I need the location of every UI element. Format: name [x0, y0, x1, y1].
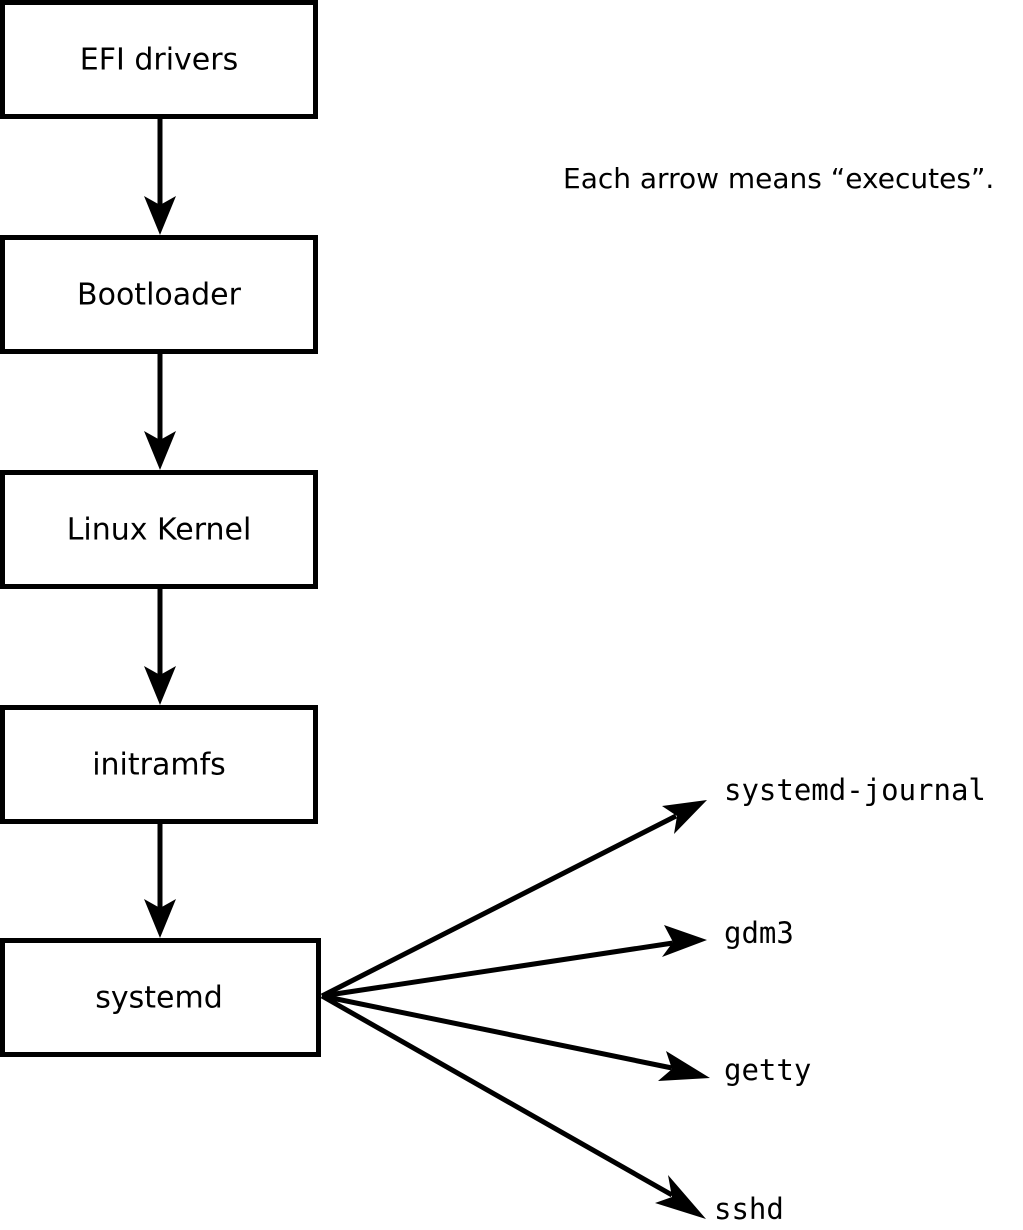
arrow-systemd-to-sshd [320, 993, 706, 1219]
node-efi-drivers[interactable]: EFI drivers [0, 0, 318, 119]
node-initramfs[interactable]: initramfs [0, 705, 318, 824]
service-connectors [320, 800, 710, 1219]
node-bootloader[interactable]: Bootloader [0, 235, 318, 354]
node-linux-kernel-rect[interactable] [0, 470, 318, 589]
node-systemd-label: systemd [95, 981, 223, 1016]
arrow-bootloader-to-linux-kernel [144, 352, 176, 470]
node-efi-drivers-label: EFI drivers [80, 43, 238, 78]
arrow-linux-kernel-to-initramfs [144, 587, 176, 705]
legend-note: Each arrow means “executes”. [563, 162, 994, 195]
node-systemd[interactable]: systemd [0, 938, 321, 1057]
arrow-efi-drivers-to-bootloader [144, 117, 176, 235]
node-linux-kernel-label: Linux Kernel [67, 513, 252, 548]
arrow-systemd-to-getty [321, 993, 710, 1081]
node-linux-kernel[interactable]: Linux Kernel [0, 470, 318, 589]
arrow-systemd-to-systemd-journal [320, 800, 707, 999]
service-label-gdm3: gdm3 [724, 916, 794, 950]
node-bootloader-label: Bootloader [77, 278, 242, 313]
node-efi-drivers-rect[interactable] [0, 0, 318, 119]
arrow-initramfs-to-systemd [144, 822, 176, 938]
node-systemd-rect[interactable] [0, 938, 321, 1057]
node-bootloader-rect[interactable] [0, 235, 318, 354]
chain-connectors [144, 117, 176, 938]
node-initramfs-label: initramfs [92, 748, 226, 783]
service-label-sshd: sshd [714, 1192, 784, 1226]
service-label-systemd-journal: systemd-journal [724, 773, 986, 807]
arrow-systemd-to-gdm3 [321, 925, 707, 999]
service-label-getty: getty [724, 1053, 811, 1087]
node-initramfs-rect[interactable] [0, 705, 318, 824]
